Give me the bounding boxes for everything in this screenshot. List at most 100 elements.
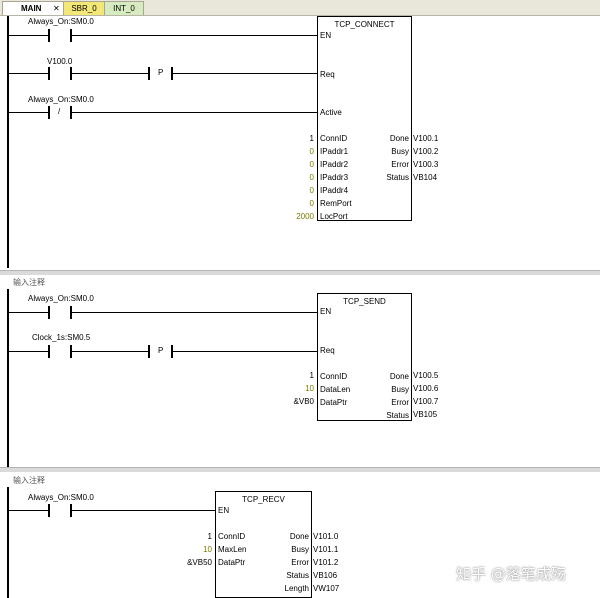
contact-always-on-2[interactable] <box>46 304 74 321</box>
pin-connid: ConnID <box>218 532 246 541</box>
pin-length: Length <box>284 584 309 593</box>
pin-remport: RemPort <box>320 199 352 208</box>
input-value-datalen[interactable]: 10 <box>305 384 314 393</box>
output-value-error[interactable]: V101.2 <box>313 558 339 567</box>
tab-main-label: MAIN <box>21 4 42 13</box>
power-rail <box>7 289 9 467</box>
contact-always-on-nc[interactable] <box>46 104 74 121</box>
rung-wire <box>8 73 48 74</box>
contact-left-bar <box>148 345 150 358</box>
contact-tag: Always_On:SM0.0 <box>28 493 94 502</box>
output-value-busy[interactable]: V100.6 <box>413 384 439 393</box>
pin-done: Done <box>389 372 409 381</box>
output-value-status[interactable]: VB104 <box>413 173 438 182</box>
pin-connid: ConnID <box>320 372 348 381</box>
pin-connid: ConnID <box>320 134 348 143</box>
contact-always-on-1[interactable] <box>46 27 74 44</box>
output-value-length[interactable]: VW107 <box>313 584 340 593</box>
contact-left-bar <box>48 106 50 119</box>
tab-sbr-0[interactable]: SBR_0 <box>63 1 105 15</box>
input-value-remport[interactable]: 0 <box>309 199 314 208</box>
tab-main[interactable]: MAIN ✕ <box>2 1 64 15</box>
pin-dataptr: DataPtr <box>218 558 246 567</box>
contact-right-bar <box>70 67 72 80</box>
rung-wire <box>72 112 318 113</box>
tcp-send-block[interactable]: TCP_SEND EN Req ConnID DataLen DataPtr D… <box>317 293 412 421</box>
rung-wire <box>72 510 216 511</box>
output-value-status[interactable]: VB105 <box>413 410 438 419</box>
network-separator <box>0 270 600 275</box>
network-comment[interactable]: 输入注释 <box>13 278 45 287</box>
input-value-ipaddr2[interactable]: 0 <box>309 160 314 169</box>
pin-status: Status <box>386 173 409 182</box>
block-title: TCP_CONNECT <box>334 20 395 29</box>
contact-p-transition-2[interactable] <box>146 343 174 360</box>
pin-dataptr: DataPtr <box>320 398 348 407</box>
rung-wire <box>72 35 318 36</box>
input-value-connid[interactable]: 1 <box>207 532 212 541</box>
pin-en: EN <box>218 506 230 515</box>
rung-wire <box>8 35 48 36</box>
contact-tag: Always_On:SM0.0 <box>28 95 94 104</box>
contact-tag: Always_On:SM0.0 <box>28 294 94 303</box>
pin-req: Req <box>320 70 335 79</box>
output-value-done[interactable]: V100.1 <box>413 134 439 143</box>
output-value-done[interactable]: V101.0 <box>313 532 339 541</box>
input-value-ipaddr4[interactable]: 0 <box>309 186 314 195</box>
input-value-connid[interactable]: 1 <box>309 371 314 380</box>
input-value-maxlen[interactable]: 10 <box>203 545 212 554</box>
close-icon[interactable]: ✕ <box>53 4 60 13</box>
output-value-done[interactable]: V100.5 <box>413 371 439 380</box>
contact-p-transition[interactable] <box>146 65 174 82</box>
block-title: TCP_RECV <box>242 495 285 504</box>
pin-datalen: DataLen <box>320 385 351 394</box>
contact-tag: V100.0 <box>47 57 73 66</box>
input-value-connid[interactable]: 1 <box>309 134 314 143</box>
rung-wire <box>72 73 148 74</box>
contact-left-bar <box>48 306 50 319</box>
network-separator <box>0 467 600 472</box>
output-value-status[interactable]: VB106 <box>313 571 338 580</box>
input-value-locport[interactable]: 2000 <box>296 212 314 221</box>
output-value-error[interactable]: V100.7 <box>413 397 439 406</box>
input-value-dataptr[interactable]: &VB50 <box>187 558 212 567</box>
pin-locport: LocPort <box>320 212 348 221</box>
contact-v100-0[interactable] <box>46 65 74 82</box>
tab-int-0[interactable]: INT_0 <box>104 1 144 15</box>
block-title: TCP_SEND <box>343 297 386 306</box>
pin-status: Status <box>386 411 409 420</box>
pin-ipaddr1: IPaddr1 <box>320 147 349 156</box>
tcp-connect-block[interactable]: TCP_CONNECT EN Req Active ConnID IPaddr1… <box>317 16 412 221</box>
contact-always-on-3[interactable] <box>46 502 74 519</box>
tcp-recv-block[interactable]: TCP_RECV EN ConnID MaxLen DataPtr Done B… <box>215 491 312 598</box>
pin-ipaddr4: IPaddr4 <box>320 186 349 195</box>
input-value-ipaddr1[interactable]: 0 <box>309 147 314 156</box>
contact-right-bar <box>70 29 72 42</box>
rung-wire <box>8 351 48 352</box>
pin-busy: Busy <box>291 545 309 554</box>
rung-wire <box>8 312 48 313</box>
output-value-busy[interactable]: V100.2 <box>413 147 439 156</box>
rung-wire <box>8 112 48 113</box>
output-value-error[interactable]: V100.3 <box>413 160 439 169</box>
positive-transition-symbol: P <box>158 346 164 355</box>
contact-right-bar <box>70 306 72 319</box>
pin-error: Error <box>391 398 409 407</box>
contact-clock-1s[interactable] <box>46 343 74 360</box>
pin-maxlen: MaxLen <box>218 545 247 554</box>
network-comment[interactable]: 输入注释 <box>13 476 45 485</box>
contact-left-bar <box>48 29 50 42</box>
contact-tag: Always_On:SM0.0 <box>28 17 94 26</box>
output-value-busy[interactable]: V101.1 <box>313 545 339 554</box>
pin-active: Active <box>320 108 342 117</box>
pin-req: Req <box>320 346 335 355</box>
contact-right-bar <box>70 345 72 358</box>
contact-left-bar <box>48 345 50 358</box>
pin-en: EN <box>320 31 332 40</box>
input-value-ipaddr3[interactable]: 0 <box>309 173 314 182</box>
normally-closed-symbol: / <box>58 107 61 116</box>
contact-right-bar <box>171 67 173 80</box>
power-rail <box>7 16 9 268</box>
input-value-dataptr[interactable]: &VB0 <box>293 397 314 406</box>
pin-ipaddr2: IPaddr2 <box>320 160 349 169</box>
